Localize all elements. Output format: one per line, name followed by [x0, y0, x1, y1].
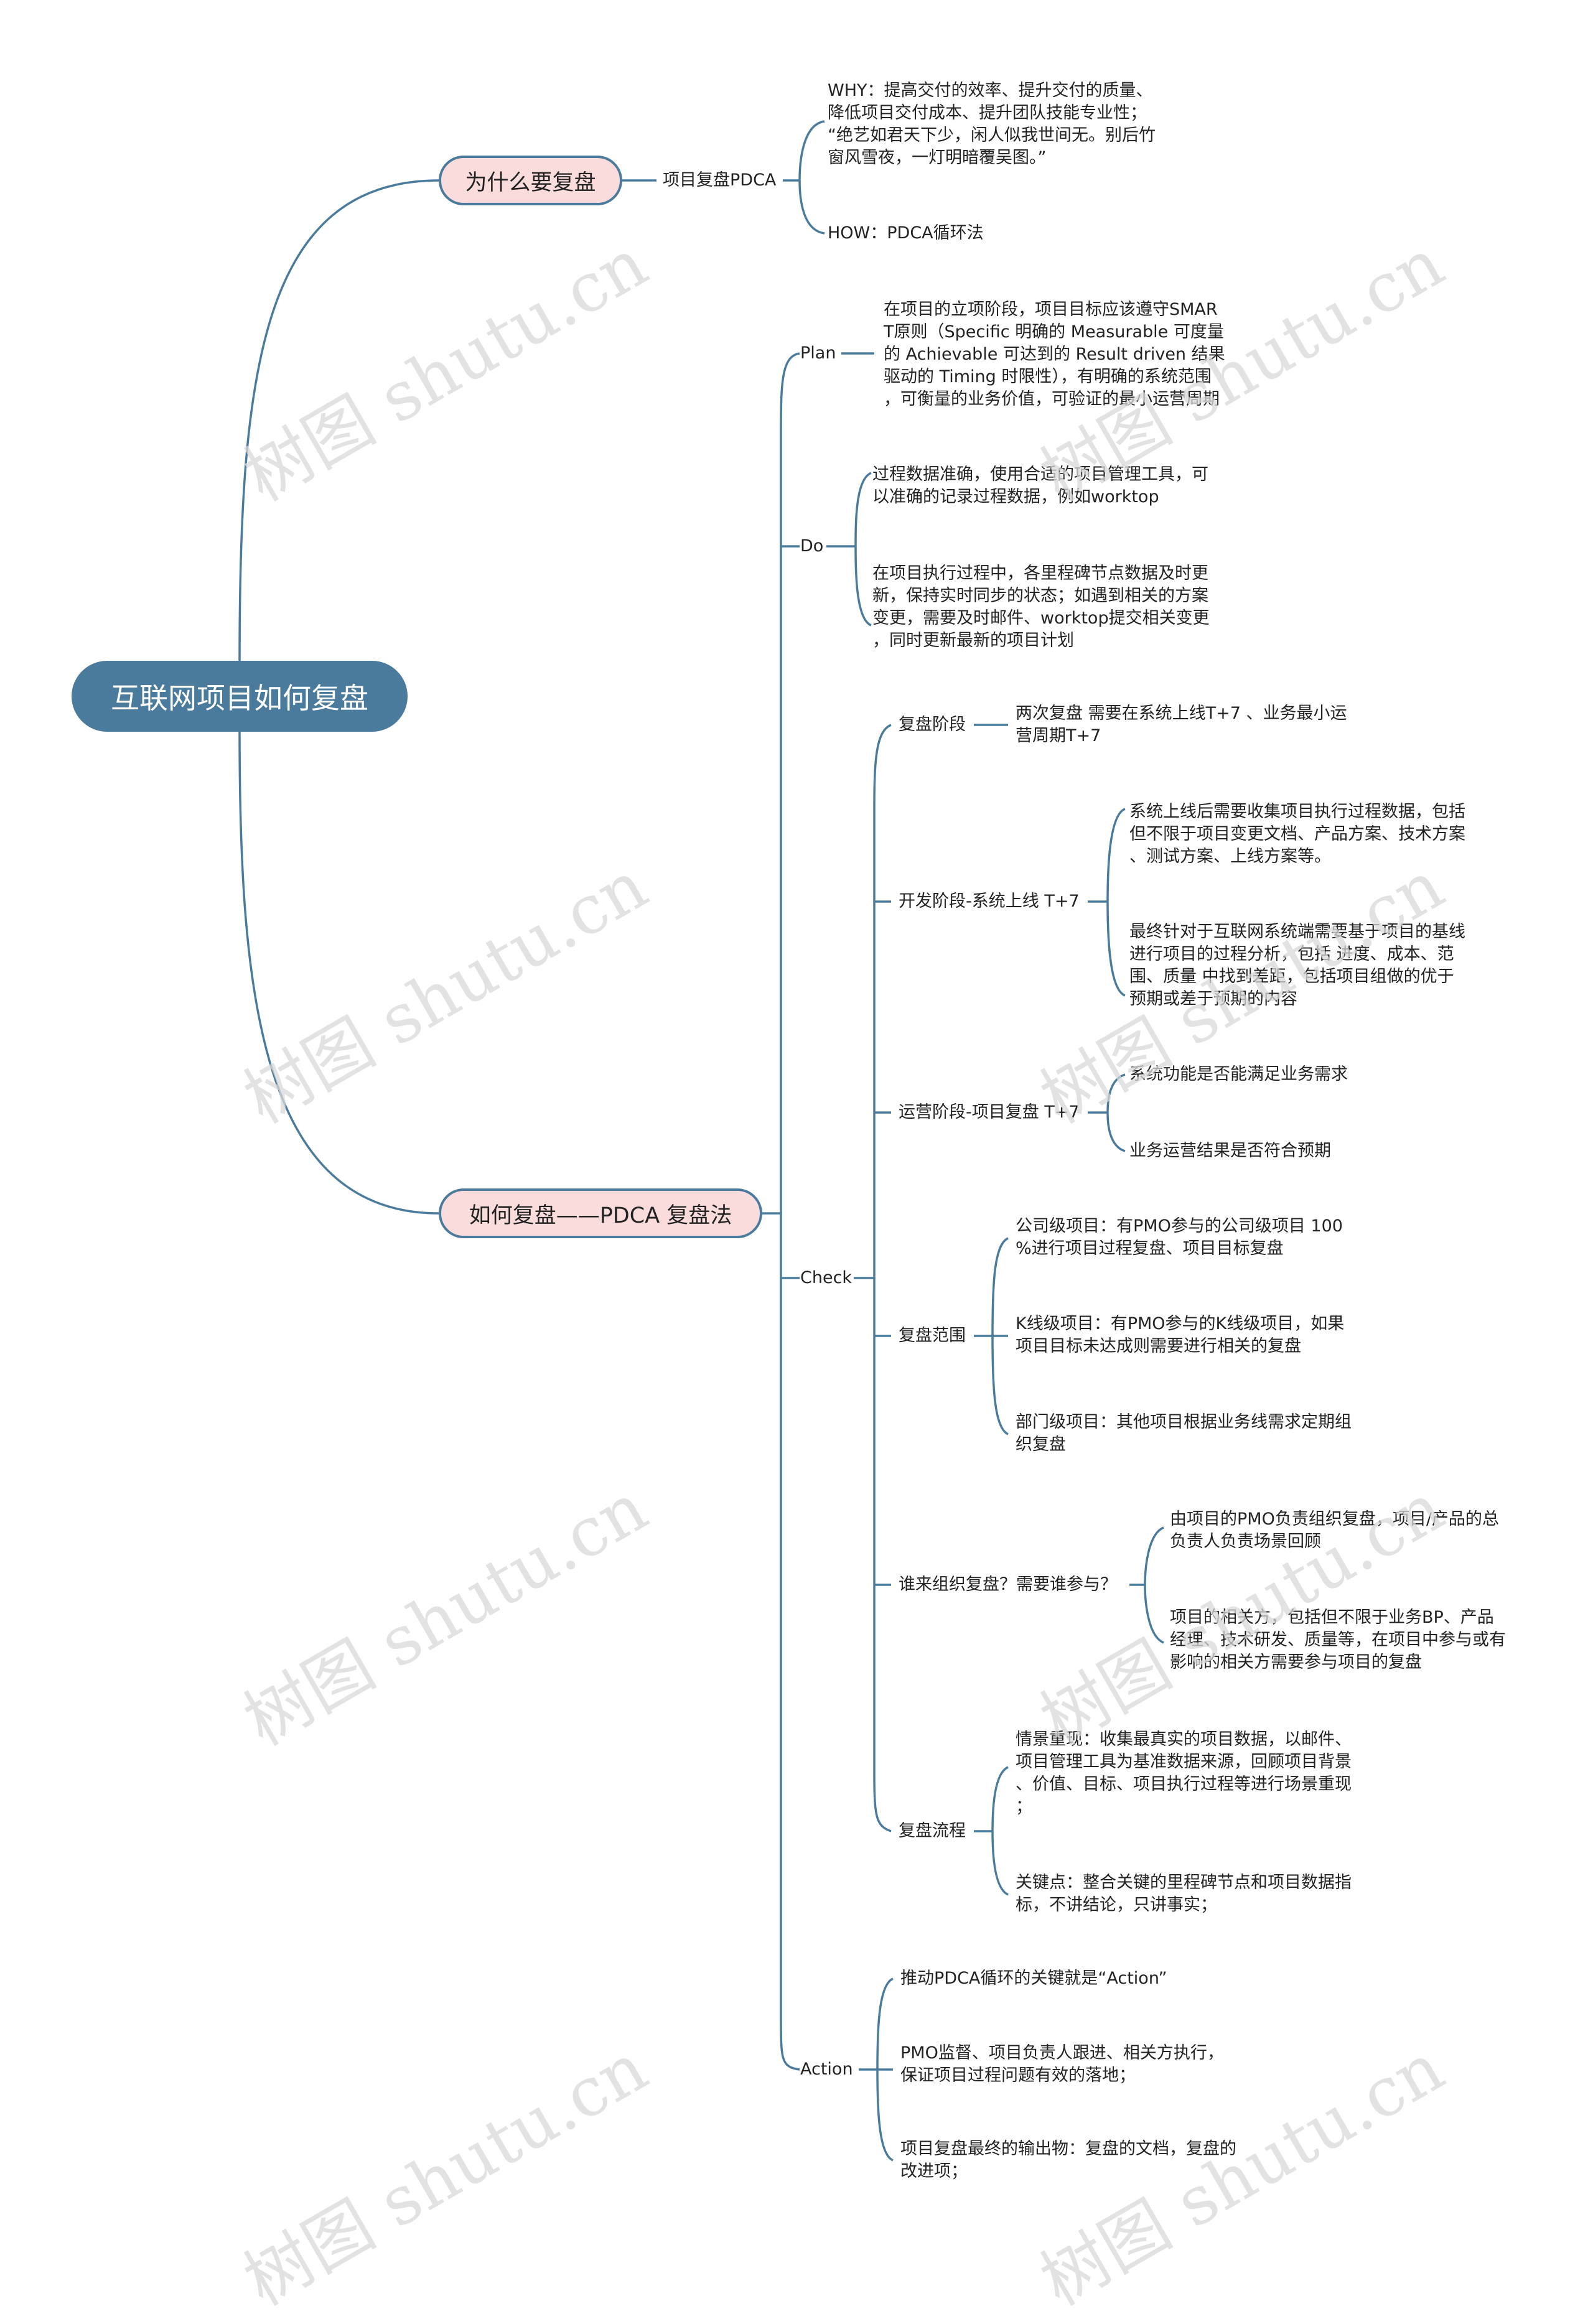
topic-dev-stage[interactable]: 开发阶段-系统上线 T+7 — [899, 892, 1080, 911]
root-topic[interactable]: 互联网项目如何复盘 — [72, 661, 408, 732]
topic-review-flow[interactable]: 复盘流程 — [899, 1821, 966, 1841]
note-scope-company: 公司级项目：有PMO参与的公司级项目 100 %进行项目过程复盘、项目目标复盘 — [1016, 1216, 1343, 1258]
note-flow-1: 情景重现：收集最真实的项目数据，以邮件、 项目管理工具为基准数据来源，回顾项目背… — [1016, 1730, 1352, 1816]
note-how: HOW：PDCA循环法 — [828, 223, 984, 243]
note-scope-department: 部门级项目：其他项目根据业务线需求定期组 织复盘 — [1016, 1412, 1352, 1454]
note-action-2: PMO监督、项目负责人跟进、相关方执行， 保证项目过程问题有效的落地； — [900, 2043, 1224, 2085]
note-plan: 在项目的立项阶段，项目目标应该遵守SMAR T原则（Specific 明确的 M… — [884, 300, 1225, 409]
note-dev-2: 最终针对于互联网系统端需要基于项目的基线 进行项目的过程分析，包括 进度、成本、… — [1129, 922, 1465, 1009]
topic-check[interactable]: Check — [800, 1268, 853, 1287]
topic-do[interactable]: Do — [800, 536, 824, 556]
branch-how-review[interactable]: 如何复盘——PDCA 复盘法 — [439, 1188, 762, 1238]
note-ops-1: 系统功能是否能满足业务需求 — [1129, 1065, 1348, 1084]
topic-action[interactable]: Action — [800, 2060, 853, 2079]
topic-who-organizes[interactable]: 谁来组织复盘？需要谁参与？ — [899, 1575, 1117, 1594]
note-who-1: 由项目的PMO负责组织复盘，项目/产品的总 负责人负责场景回顾 — [1170, 1510, 1499, 1551]
note-action-3: 项目复盘最终的输出物：复盘的文档，复盘的 改进项； — [900, 2139, 1236, 2181]
topic-project-review-pdca[interactable]: 项目复盘PDCA — [663, 170, 777, 190]
note-dev-1: 系统上线后需要收集项目执行过程数据，包括 但不限于项目变更文档、产品方案、技术方… — [1129, 802, 1465, 866]
topic-plan[interactable]: Plan — [800, 343, 836, 363]
note-why: WHY：提高交付的效率、提升交付的质量、 降低项目交付成本、提升团队技能专业性；… — [828, 81, 1156, 167]
note-ops-2: 业务运营结果是否符合预期 — [1129, 1141, 1331, 1160]
mindmap-canvas: 互联网项目如何复盘 为什么要复盘 项目复盘PDCA WHY：提高交付的效率、提升… — [72, 81, 1506, 2321]
topic-review-stage[interactable]: 复盘阶段 — [899, 715, 966, 734]
note-review-stage: 两次复盘 需要在系统上线T+7 、业务最小运 营周期T+7 — [1016, 704, 1347, 745]
topic-review-scope[interactable]: 复盘范围 — [899, 1326, 966, 1345]
note-scope-k-line: K线级项目：有PMO参与的K线级项目，如果 项目目标未达成则需要进行相关的复盘 — [1016, 1314, 1345, 1356]
connector-lines — [238, 120, 1164, 2162]
note-flow-2: 关键点：整合关键的里程碑节点和项目数据指 标，不讲结论，只讲事实； — [1016, 1873, 1352, 1915]
note-action-1: 推动PDCA循环的关键就是“Action” — [900, 1969, 1167, 1988]
topic-ops-stage[interactable]: 运营阶段-项目复盘 T+7 — [899, 1103, 1080, 1122]
note-do-1: 过程数据准确，使用合适的项目管理工具，可 以准确的记录过程数据，例如workto… — [872, 465, 1208, 506]
note-do-2: 在项目执行过程中，各里程碑节点数据及时更 新，保持实时同步的状态；如遇到相关的方… — [872, 564, 1210, 650]
note-who-2: 项目的相关方，包括但不限于业务BP、产品 经理、技术研发、质量等，在项目中参与或… — [1170, 1608, 1506, 1672]
branch-why-review[interactable]: 为什么要复盘 — [439, 156, 622, 205]
